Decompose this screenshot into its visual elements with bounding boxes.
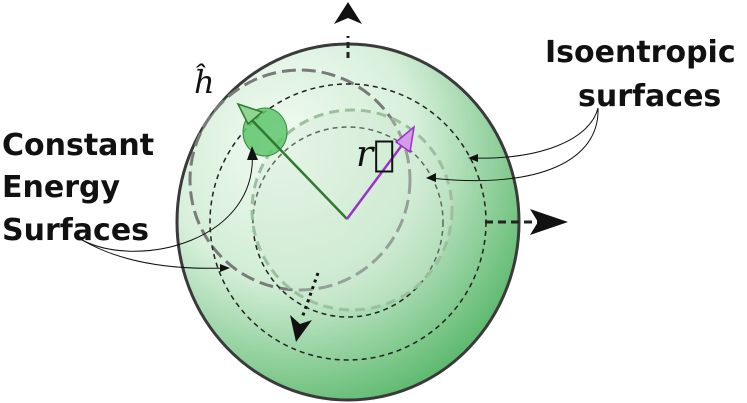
r-vector bbox=[345, 136, 410, 220]
isoentropic-leader-1 bbox=[471, 107, 599, 159]
h-hat-arrowhead bbox=[236, 102, 264, 126]
constant-label-line3: Surfaces bbox=[2, 213, 149, 248]
constant-label-line2: Energy bbox=[2, 170, 120, 205]
isoentropic-surface-outer bbox=[209, 83, 487, 361]
isoentropic-leader-1-head bbox=[468, 154, 478, 162]
constant-leader-2 bbox=[81, 239, 227, 269]
isoentropic-label-line2: surfaces bbox=[578, 79, 721, 114]
isoentropic-surface-inner bbox=[252, 126, 444, 318]
isoentropic-label-line1: Isoentropic bbox=[545, 35, 736, 70]
constant-leader-1 bbox=[81, 149, 253, 252]
top-axis-arrowhead bbox=[334, 2, 362, 24]
right-axis-arrowhead bbox=[530, 209, 568, 235]
constant-label-line1: Constant bbox=[2, 128, 154, 163]
inner-sphere-faint bbox=[250, 108, 454, 312]
r-vector-label: r⃗ bbox=[356, 134, 395, 175]
isoentropic-leader-2-head bbox=[426, 173, 436, 182]
h-hat-label: ĥ bbox=[194, 63, 215, 101]
down-arrowhead bbox=[290, 315, 312, 342]
down-dotted-arrow bbox=[300, 272, 320, 319]
r-arrowhead bbox=[394, 125, 416, 154]
isoentropic-leader-2 bbox=[429, 107, 599, 182]
constant-leader-2-head bbox=[220, 264, 230, 272]
constant-leader-1-head bbox=[247, 146, 258, 160]
h-hat-vector bbox=[246, 114, 348, 220]
